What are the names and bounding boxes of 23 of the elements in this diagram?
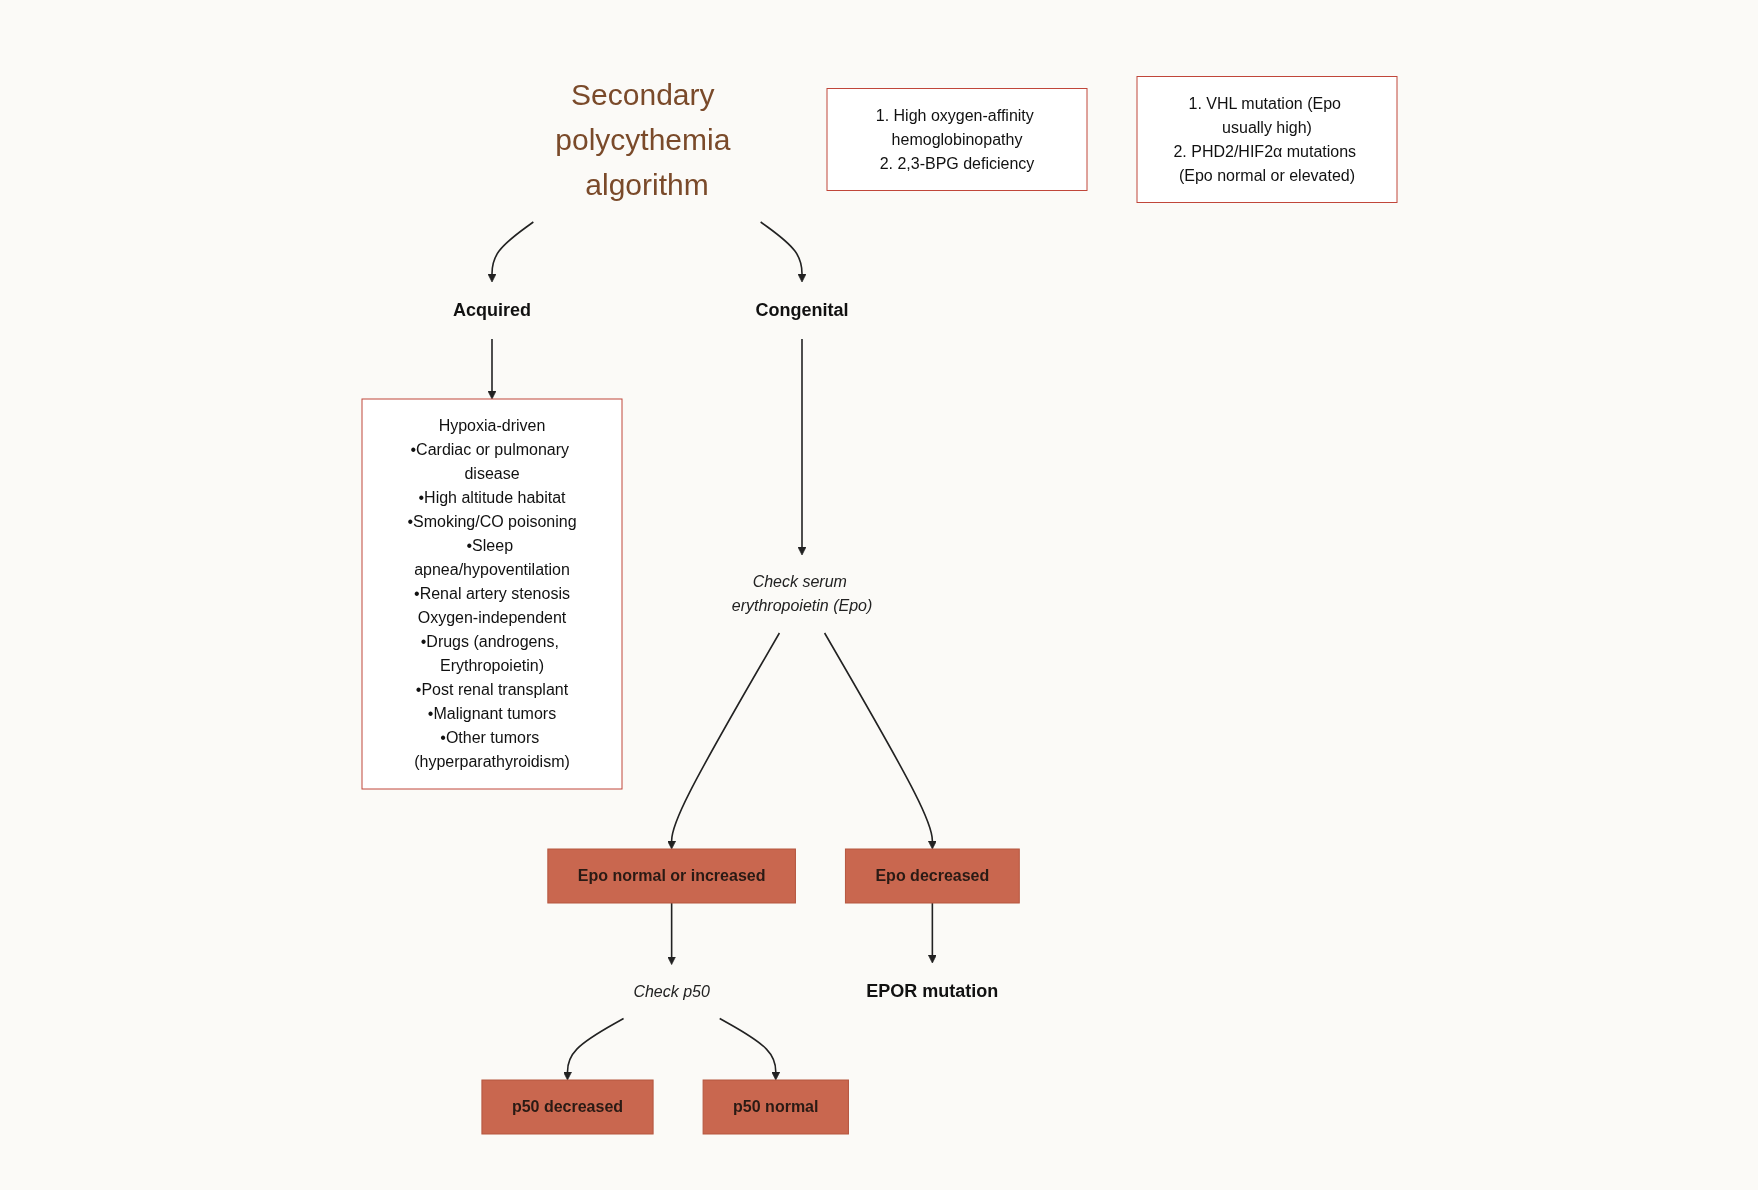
arrow	[759, 220, 806, 282]
arrow	[666, 631, 780, 849]
node-box: 1. High oxygen-affinity hemoglobinopathy 2. 2,3-BPG deficiency	[826, 87, 1087, 191]
node-text: Check p50	[632, 982, 710, 999]
arrow	[487, 220, 534, 282]
arrow	[666, 901, 676, 965]
node-box: p50 normal	[702, 1079, 849, 1134]
arrow	[927, 901, 937, 963]
node-text: Acquired	[452, 299, 531, 320]
node-text: Congenital	[755, 299, 848, 320]
node-box: Hypoxia-driven •Cardiac or pulmonary disease •High altitude habitat •Smoking/CO poisoning •Sleep apnea/hypoventilation •Renal artery stenosis Oxygen-independent •Drugs (androgens, Erythropoietin) •Post renal transplant •Malignant tumors •Other tumors (hyperparathyroidism)	[361, 398, 622, 789]
arrow	[797, 337, 806, 555]
node-box: 1. VHL mutation (Epo usually high) 2. PHD2/HIF2α mutations (Epo normal or elevated)	[1136, 75, 1397, 203]
node-box: Epo decreased	[844, 848, 1020, 903]
node-box: Epo normal or increased	[546, 848, 796, 903]
arrow	[562, 1017, 624, 1080]
node-text: EPOR mutation	[865, 980, 998, 1001]
arrow	[823, 631, 937, 849]
arrow	[487, 337, 496, 399]
node-box: p50 decreased	[480, 1079, 654, 1134]
node-text: Secondary polycythemia algorithm	[554, 77, 730, 201]
node-text: Check serum erythropoietin (Epo)	[731, 572, 872, 614]
arrow	[718, 1017, 780, 1080]
